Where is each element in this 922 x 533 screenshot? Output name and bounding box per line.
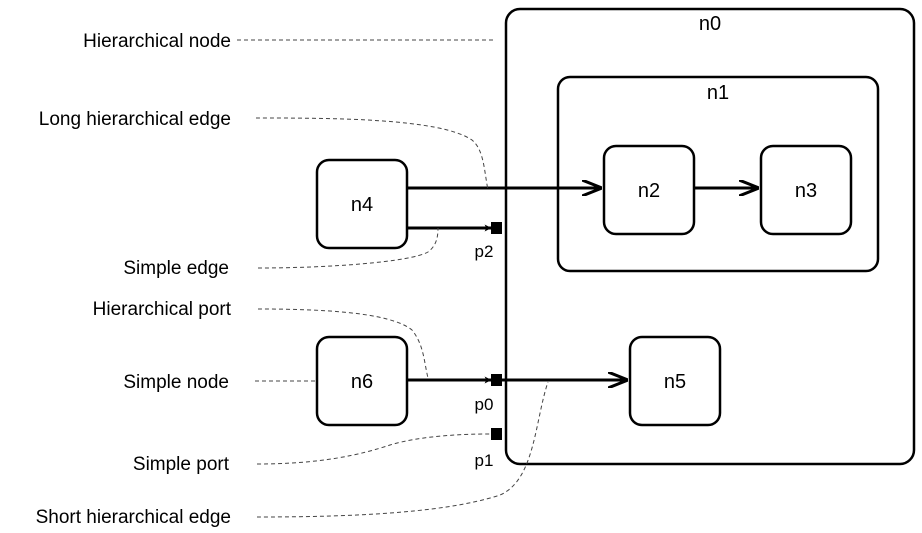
annotation-long-hierarchical-edge: Long hierarchical edge xyxy=(39,109,231,130)
node-n3[interactable] xyxy=(759,144,853,236)
annotation-short-hierarchical-edge: Short hierarchical edge xyxy=(36,507,231,528)
leader-simple-port xyxy=(256,433,492,465)
node-n4[interactable] xyxy=(315,158,409,250)
port-p1-label: p1 xyxy=(475,451,494,470)
leader-long-hierarchical-edge xyxy=(255,117,489,191)
node-n1-label: n1 xyxy=(707,82,729,104)
annotation-hierarchical-node: Hierarchical node xyxy=(83,31,231,52)
node-n4-label: n4 xyxy=(351,194,373,216)
node-n2-label: n2 xyxy=(638,180,660,202)
node-n5[interactable] xyxy=(628,335,722,427)
annotation-hierarchical-port: Hierarchical port xyxy=(93,299,232,320)
annotation-simple-port: Simple port xyxy=(133,454,230,475)
annotation-simple-node: Simple node xyxy=(123,372,229,393)
node-n0-label: n0 xyxy=(699,13,721,35)
node-n3-label: n3 xyxy=(795,180,817,202)
node-n6-label: n6 xyxy=(351,371,373,393)
leader-hierarchical-port xyxy=(257,308,429,379)
annotation-simple-edge: Simple edge xyxy=(123,258,229,279)
node-n2[interactable] xyxy=(602,144,696,236)
port-p0[interactable] xyxy=(491,374,502,386)
leader-simple-edge xyxy=(257,227,439,269)
port-p1[interactable] xyxy=(491,428,502,440)
port-p2-label: p2 xyxy=(475,242,494,261)
port-p0-label: p0 xyxy=(475,395,494,414)
node-n5-label: n5 xyxy=(664,371,686,393)
port-p2[interactable] xyxy=(491,222,502,234)
leader-short-hierarchical-edge xyxy=(256,381,549,518)
